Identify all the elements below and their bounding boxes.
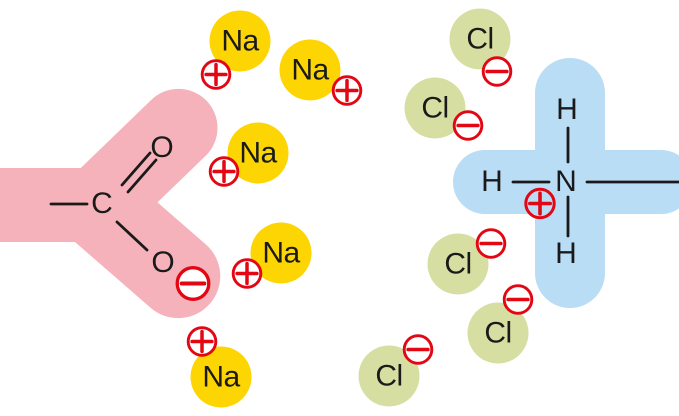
bond-c-o-double-1: [120, 151, 152, 187]
bond-c-o-double-2: [126, 158, 158, 194]
bond-c-o-single: [115, 220, 149, 252]
ammonium-highlight-blob: [453, 58, 679, 308]
bond-lines: [49, 126, 679, 252]
carboxylate-highlight-blob: [0, 88, 221, 319]
